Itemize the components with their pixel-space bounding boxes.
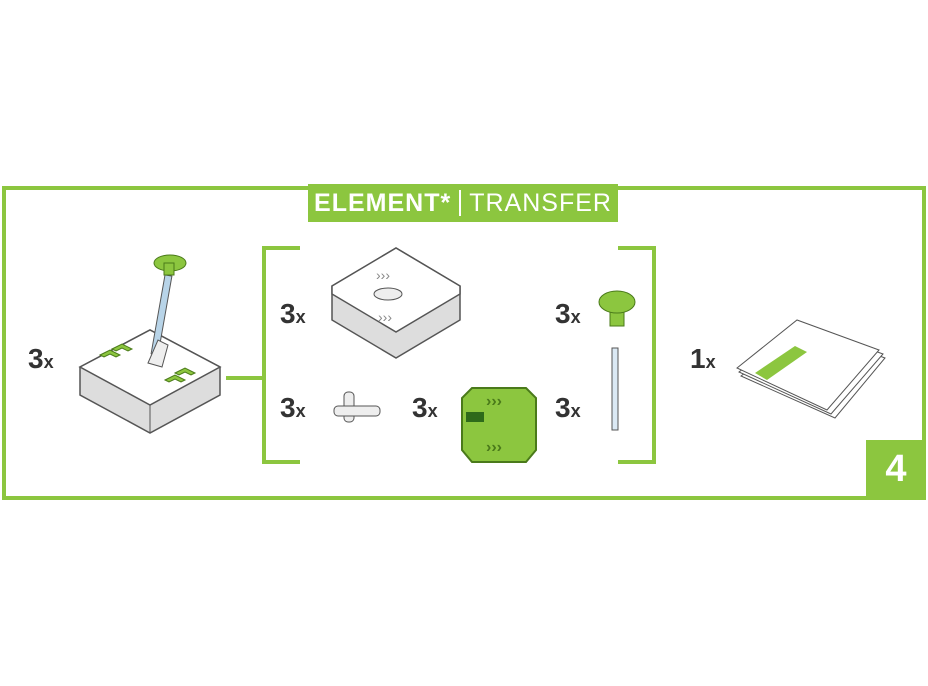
svg-text:›››: ››› [486,393,502,410]
transfer-wheel-icon: ››› ››› [461,387,537,463]
bracket-left [262,246,300,464]
svg-text:›››: ››› [378,309,392,325]
svg-text:›››: ››› [486,439,502,456]
product-name: TRANSFER [469,188,612,217]
qty-instructions: 1x [690,343,716,374]
t-connector-icon [333,391,381,423]
instructions-icon [736,319,886,419]
cap-icon [598,290,636,327]
qty-transfer-wheel: 3x [412,392,438,423]
qty-tile-with-pole: 3x [28,343,54,374]
product-title-banner: ELEMENT* TRANSFER [308,184,618,222]
svg-text:›››: ››› [376,267,390,283]
step-number: 4 [866,440,926,498]
qty-cap: 3x [555,298,581,329]
qty-rail: 3x [555,392,581,423]
hex-tile-icon: ››› ››› [331,247,461,359]
bracket-right [618,246,656,464]
connector-line [226,246,656,464]
rail-icon [611,347,619,431]
brand-label: ELEMENT [314,188,441,217]
tile-with-pole-icon [78,254,222,434]
qty-t-connector: 3x [280,392,306,423]
divider [459,190,462,216]
asterisk: * [440,188,452,217]
qty-hex-tile: 3x [280,298,306,329]
